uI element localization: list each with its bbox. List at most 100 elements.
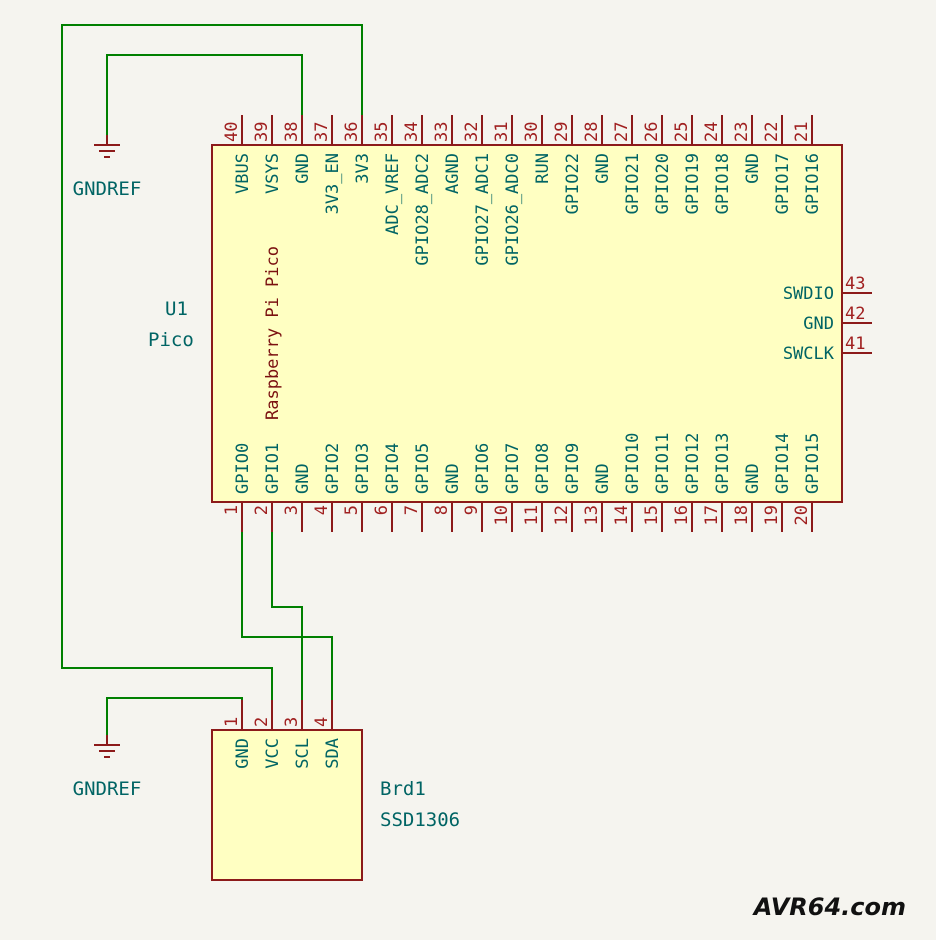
pin-number: 10 [492,505,512,525]
pin-number: 12 [552,505,572,525]
brd1-value-label: SSD1306 [380,809,460,831]
pin-name: 3V3 [353,153,373,184]
pin-number: 24 [702,122,722,142]
pin-name: GPIO7 [503,443,523,494]
pin-number: 16 [672,505,692,525]
pin-name: GND [743,463,763,494]
pin-number: 39 [252,122,272,142]
wire-3v3-to-vcc [61,24,363,700]
pin-name: GPIO2 [323,443,343,494]
pin-name: SWDIO [783,284,834,304]
pin-name: GPIO10 [623,433,643,494]
pin-number: 9 [462,505,482,515]
pin-name: RUN [533,153,553,184]
pin-number: 33 [432,122,452,142]
gndref-symbol: GNDREF [73,735,141,800]
gnd-label: GNDREF [73,178,142,200]
pin-number: 2 [252,505,272,515]
pin-number: 5 [342,505,362,515]
u1-body-text: Raspberry Pi Pico [263,246,283,420]
pin-number: 26 [642,122,662,142]
pin-number: 3 [282,717,302,727]
pin-name: GPIO22 [563,153,583,214]
pin-number: 15 [642,505,662,525]
pin-name: GPIO26_ADC0 [503,153,523,266]
u1-pin-36[interactable]: 36 3V3 [342,115,373,184]
wires [61,24,363,735]
pin-number: 27 [612,122,632,142]
pin-number: 25 [672,122,692,142]
pin-name: VBUS [233,153,253,194]
u1-pico-symbol[interactable]: 40VBUS39VSYS38GND373V3_EN363V335ADC_VREF… [211,115,872,532]
u1-pin-10[interactable]: 10 GPIO7 [492,443,523,532]
pin-name: AGND [443,153,463,194]
pin-name: GPIO8 [533,443,553,494]
pin-number: 1 [222,505,242,515]
u1-pin-1[interactable]: 1 GPIO0 [222,443,253,532]
pin-number: 2 [252,717,272,727]
brd1-body [211,729,363,881]
u1-pin-16[interactable]: 16 GPIO12 [672,433,703,532]
pin-name: GPIO0 [233,443,253,494]
pin-number: 41 [845,334,865,354]
pin-name: GND [743,153,763,184]
pin-name: GPIO28_ADC2 [413,153,433,266]
pin-name: GPIO12 [683,433,703,494]
pin-number: 3 [282,505,302,515]
pin-number: 1 [222,717,242,727]
pin-number: 17 [702,505,722,525]
pin-name: GPIO18 [713,153,733,214]
gndref-symbols: GNDREF GNDREF [73,135,142,800]
pin-number: 22 [762,122,782,142]
pin-number: 32 [462,122,482,142]
pin-number: 29 [552,122,572,142]
pin-name: GPIO4 [383,443,403,494]
pin-name: 3V3_EN [323,153,343,214]
pin-number: 36 [342,122,362,142]
